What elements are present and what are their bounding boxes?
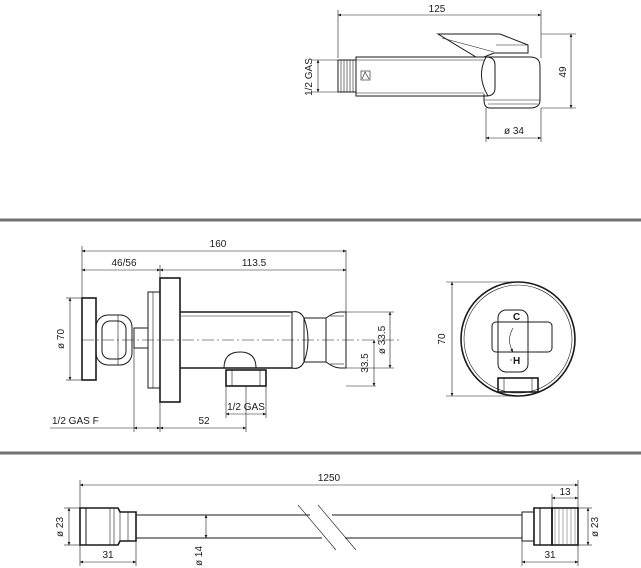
handshower-body [355, 56, 496, 97]
hose-end-length-left-label: 31 [102, 550, 114, 561]
brand-logo-icon [360, 70, 371, 81]
valve-body-length-label: 113.5 [242, 258, 267, 269]
valve-inlet-thread-label: 1/2 GAS F [52, 416, 99, 427]
valve-side-view: 160 46/56 113.5 ø 70 ø 33.5 33.5 1/2 GAS… [50, 239, 400, 432]
valve-mark-hot: H [513, 356, 520, 367]
valve-cover-plate [460, 281, 576, 397]
valve-body [180, 311, 347, 369]
valve-axis-height-label: 33.5 [360, 353, 371, 373]
hose-body [136, 504, 522, 551]
rotation-arrow-icon [509, 327, 514, 353]
valve-mark-closed: C [513, 312, 520, 323]
handshower-view: 125 49 1/2 GAS ø 34 [304, 4, 576, 142]
hose-end-diameter-right-label: ø 23 [590, 517, 601, 537]
hose-end-length-right-label: 31 [544, 550, 556, 561]
hose-end-diameter-left-label: ø 23 [55, 517, 66, 537]
valve-flange-diameter-label: ø 70 [56, 329, 67, 349]
hose-diameter-label: ø 14 [194, 546, 205, 566]
hose-right-fitting [521, 507, 579, 546]
valve-outlet-offset-label: 52 [198, 416, 210, 427]
hose-view: 1250 13 ø 23 ø 23 ø 14 31 31 [55, 473, 601, 566]
hose-nut-width-label: 13 [559, 487, 571, 498]
handshower-thread [337, 59, 357, 93]
valve-knob-diameter-label: ø 33.5 [377, 325, 388, 354]
handshower-length-label: 125 [429, 4, 446, 15]
valve-outlet [223, 351, 267, 387]
hose-nut [551, 507, 579, 546]
handshower-trigger [436, 33, 529, 58]
handshower-diameter-label: ø 34 [504, 126, 524, 137]
valve-lever [491, 321, 553, 353]
handshower-head [483, 56, 541, 109]
valve-overall-length-label: 160 [210, 239, 227, 250]
hose-left-fitting [79, 507, 137, 546]
valve-rear-knob [81, 297, 133, 381]
valve-front-view: C H 70 [437, 281, 576, 397]
valve-outlet-thread-label: 1/2 GAS [227, 402, 265, 413]
handshower-height-label: 49 [558, 66, 569, 78]
handshower-thread-label: 1/2 GAS [304, 58, 315, 96]
valve-plate-diameter-label: 70 [437, 333, 448, 345]
valve-flange-range-label: 46/56 [111, 258, 136, 269]
hose-length-label: 1250 [318, 473, 341, 484]
